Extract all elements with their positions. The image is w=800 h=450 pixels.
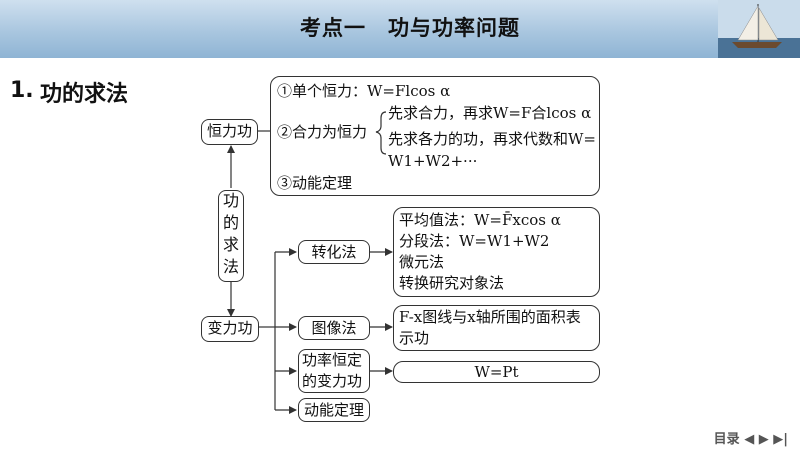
net-force-method2-cont: W1+W2+··· (388, 152, 478, 170)
constant-force-detail-box (270, 76, 600, 196)
graph-method-box: 图像法 (298, 316, 370, 340)
kinetic-theorem-method-box: 动能定理 (298, 398, 370, 422)
section-title: 功的求法 (40, 82, 129, 107)
object-switch-method: 转换研究对象法 (399, 274, 505, 292)
variable-force-box: 变力功 (201, 316, 259, 342)
next-arrow-icon[interactable]: ▶ (758, 432, 769, 447)
segment-method: 分段法：W=W1+W2 (399, 232, 550, 250)
toc-link[interactable]: 目录 (713, 432, 740, 447)
center-char-2: 的 (222, 213, 239, 232)
constant-power-label-1: 功率恒定 (302, 351, 363, 369)
micro-element-method: 微元法 (399, 253, 445, 271)
last-slide-icon[interactable]: ▶| (773, 432, 788, 447)
net-force-method2: 先求各力的功，再求代数和W= (388, 130, 596, 148)
average-value-method: 平均值法：W=F̄xcos α (399, 211, 561, 229)
constant-power-label-2: 的变力功 (302, 372, 363, 390)
single-force-item: ①单个恒力：W=Flcos α (277, 82, 451, 100)
center-char-3: 求 (222, 235, 239, 254)
power-formula: W=Pt (474, 363, 519, 381)
graph-detail-box (393, 305, 600, 351)
slide-nav: 目录 ◀ ▶ ▶| (714, 428, 788, 447)
prev-arrow-icon[interactable]: ◀ (744, 432, 755, 447)
graph-detail-line2: 示功 (399, 329, 430, 347)
header-bar (0, 0, 800, 58)
slide-title: 考点一 功与功率问题 (300, 16, 520, 40)
method-center-box (218, 190, 244, 282)
power-detail-box (393, 361, 600, 383)
net-force-method1: 先求合力，再求W=F合lcos α (388, 104, 592, 122)
constant-force-box: 恒力功 (201, 119, 258, 145)
graph-detail-line1: F-x图线与x轴所围的面积表 (399, 308, 581, 326)
sailboat-photo (718, 0, 800, 58)
center-char-1: 功 (222, 191, 239, 210)
net-force-label: ②合力为恒力 (277, 123, 368, 141)
constant-power-box (298, 349, 370, 393)
kinetic-energy-theorem-item: ③动能定理 (277, 174, 353, 192)
section-number: 1. (10, 78, 34, 103)
conversion-detail-box (393, 207, 600, 297)
center-char-4: 法 (222, 257, 239, 276)
conversion-method-box: 转化法 (298, 240, 370, 264)
